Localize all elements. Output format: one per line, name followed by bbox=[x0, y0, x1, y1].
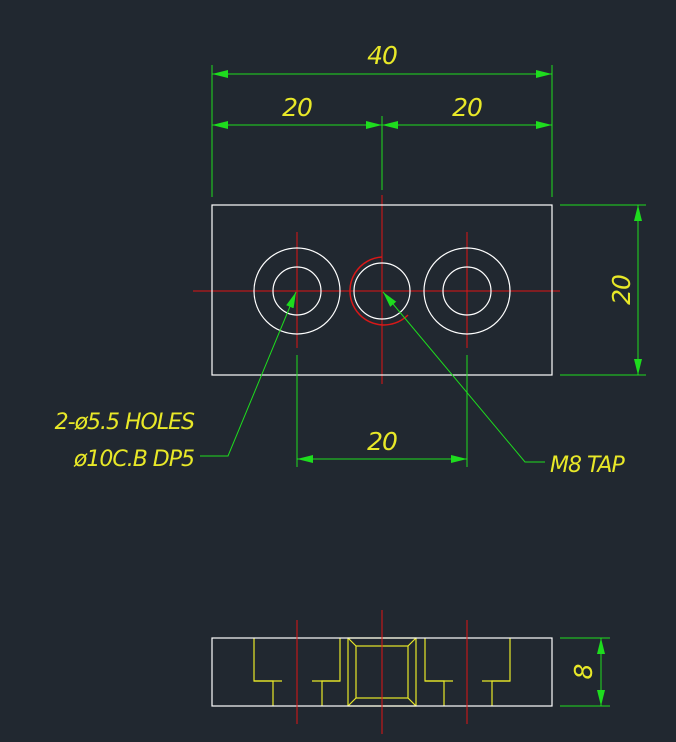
front-view: 8 bbox=[211, 610, 610, 734]
dimension-text-overall-width: 40 bbox=[367, 41, 397, 70]
counterbore-profile-right-a bbox=[424, 638, 445, 706]
front-center-lines bbox=[296, 610, 468, 734]
part-outline-top bbox=[211, 204, 553, 376]
dimension-text-left-half: 20 bbox=[282, 93, 312, 122]
center-lines bbox=[193, 195, 560, 384]
leaders bbox=[200, 291, 545, 463]
dimension-text-thickness: 8 bbox=[569, 664, 598, 679]
dimension-lines bbox=[212, 70, 642, 463]
thread-arc bbox=[349, 256, 409, 326]
tap-drill-circle bbox=[353, 262, 411, 320]
leader-tap-note bbox=[382, 291, 545, 463]
dimension-text-right-half: 20 bbox=[452, 93, 482, 122]
tap-chamfer bbox=[407, 697, 417, 707]
counterbore-profile-left-b bbox=[321, 638, 341, 706]
tapped-hole bbox=[349, 256, 411, 326]
counterbore-outer-circle bbox=[253, 247, 341, 335]
extension-lines bbox=[211, 65, 646, 467]
dimension-text-hole-spacing: 20 bbox=[367, 427, 397, 456]
hole-note-line2: ø10C.B DP5 bbox=[73, 447, 194, 472]
tap-chamfer bbox=[347, 637, 357, 647]
counterbore-outer-circle bbox=[423, 247, 511, 335]
top-view: 40 20 20 20 20 2-ø5.5 HOLES ø10C.B DP5 M… bbox=[55, 41, 646, 478]
tap-chamfer bbox=[407, 637, 417, 647]
hole-note-line1: 2-ø5.5 HOLES bbox=[55, 410, 195, 435]
hidden-lines bbox=[253, 637, 511, 707]
through-hole-circle bbox=[272, 266, 322, 316]
counterbore-hole-right bbox=[423, 247, 511, 335]
counterbore-profile-left-a bbox=[253, 638, 274, 706]
counterbore-profile-right-b bbox=[491, 638, 511, 706]
tap-chamfer bbox=[347, 697, 357, 707]
dimension-text-height: 20 bbox=[607, 275, 636, 305]
through-hole-circle bbox=[442, 266, 492, 316]
counterbore-hole-left bbox=[253, 247, 341, 335]
tap-note: M8 TAP bbox=[550, 453, 625, 478]
leader-holes-note bbox=[200, 291, 297, 457]
